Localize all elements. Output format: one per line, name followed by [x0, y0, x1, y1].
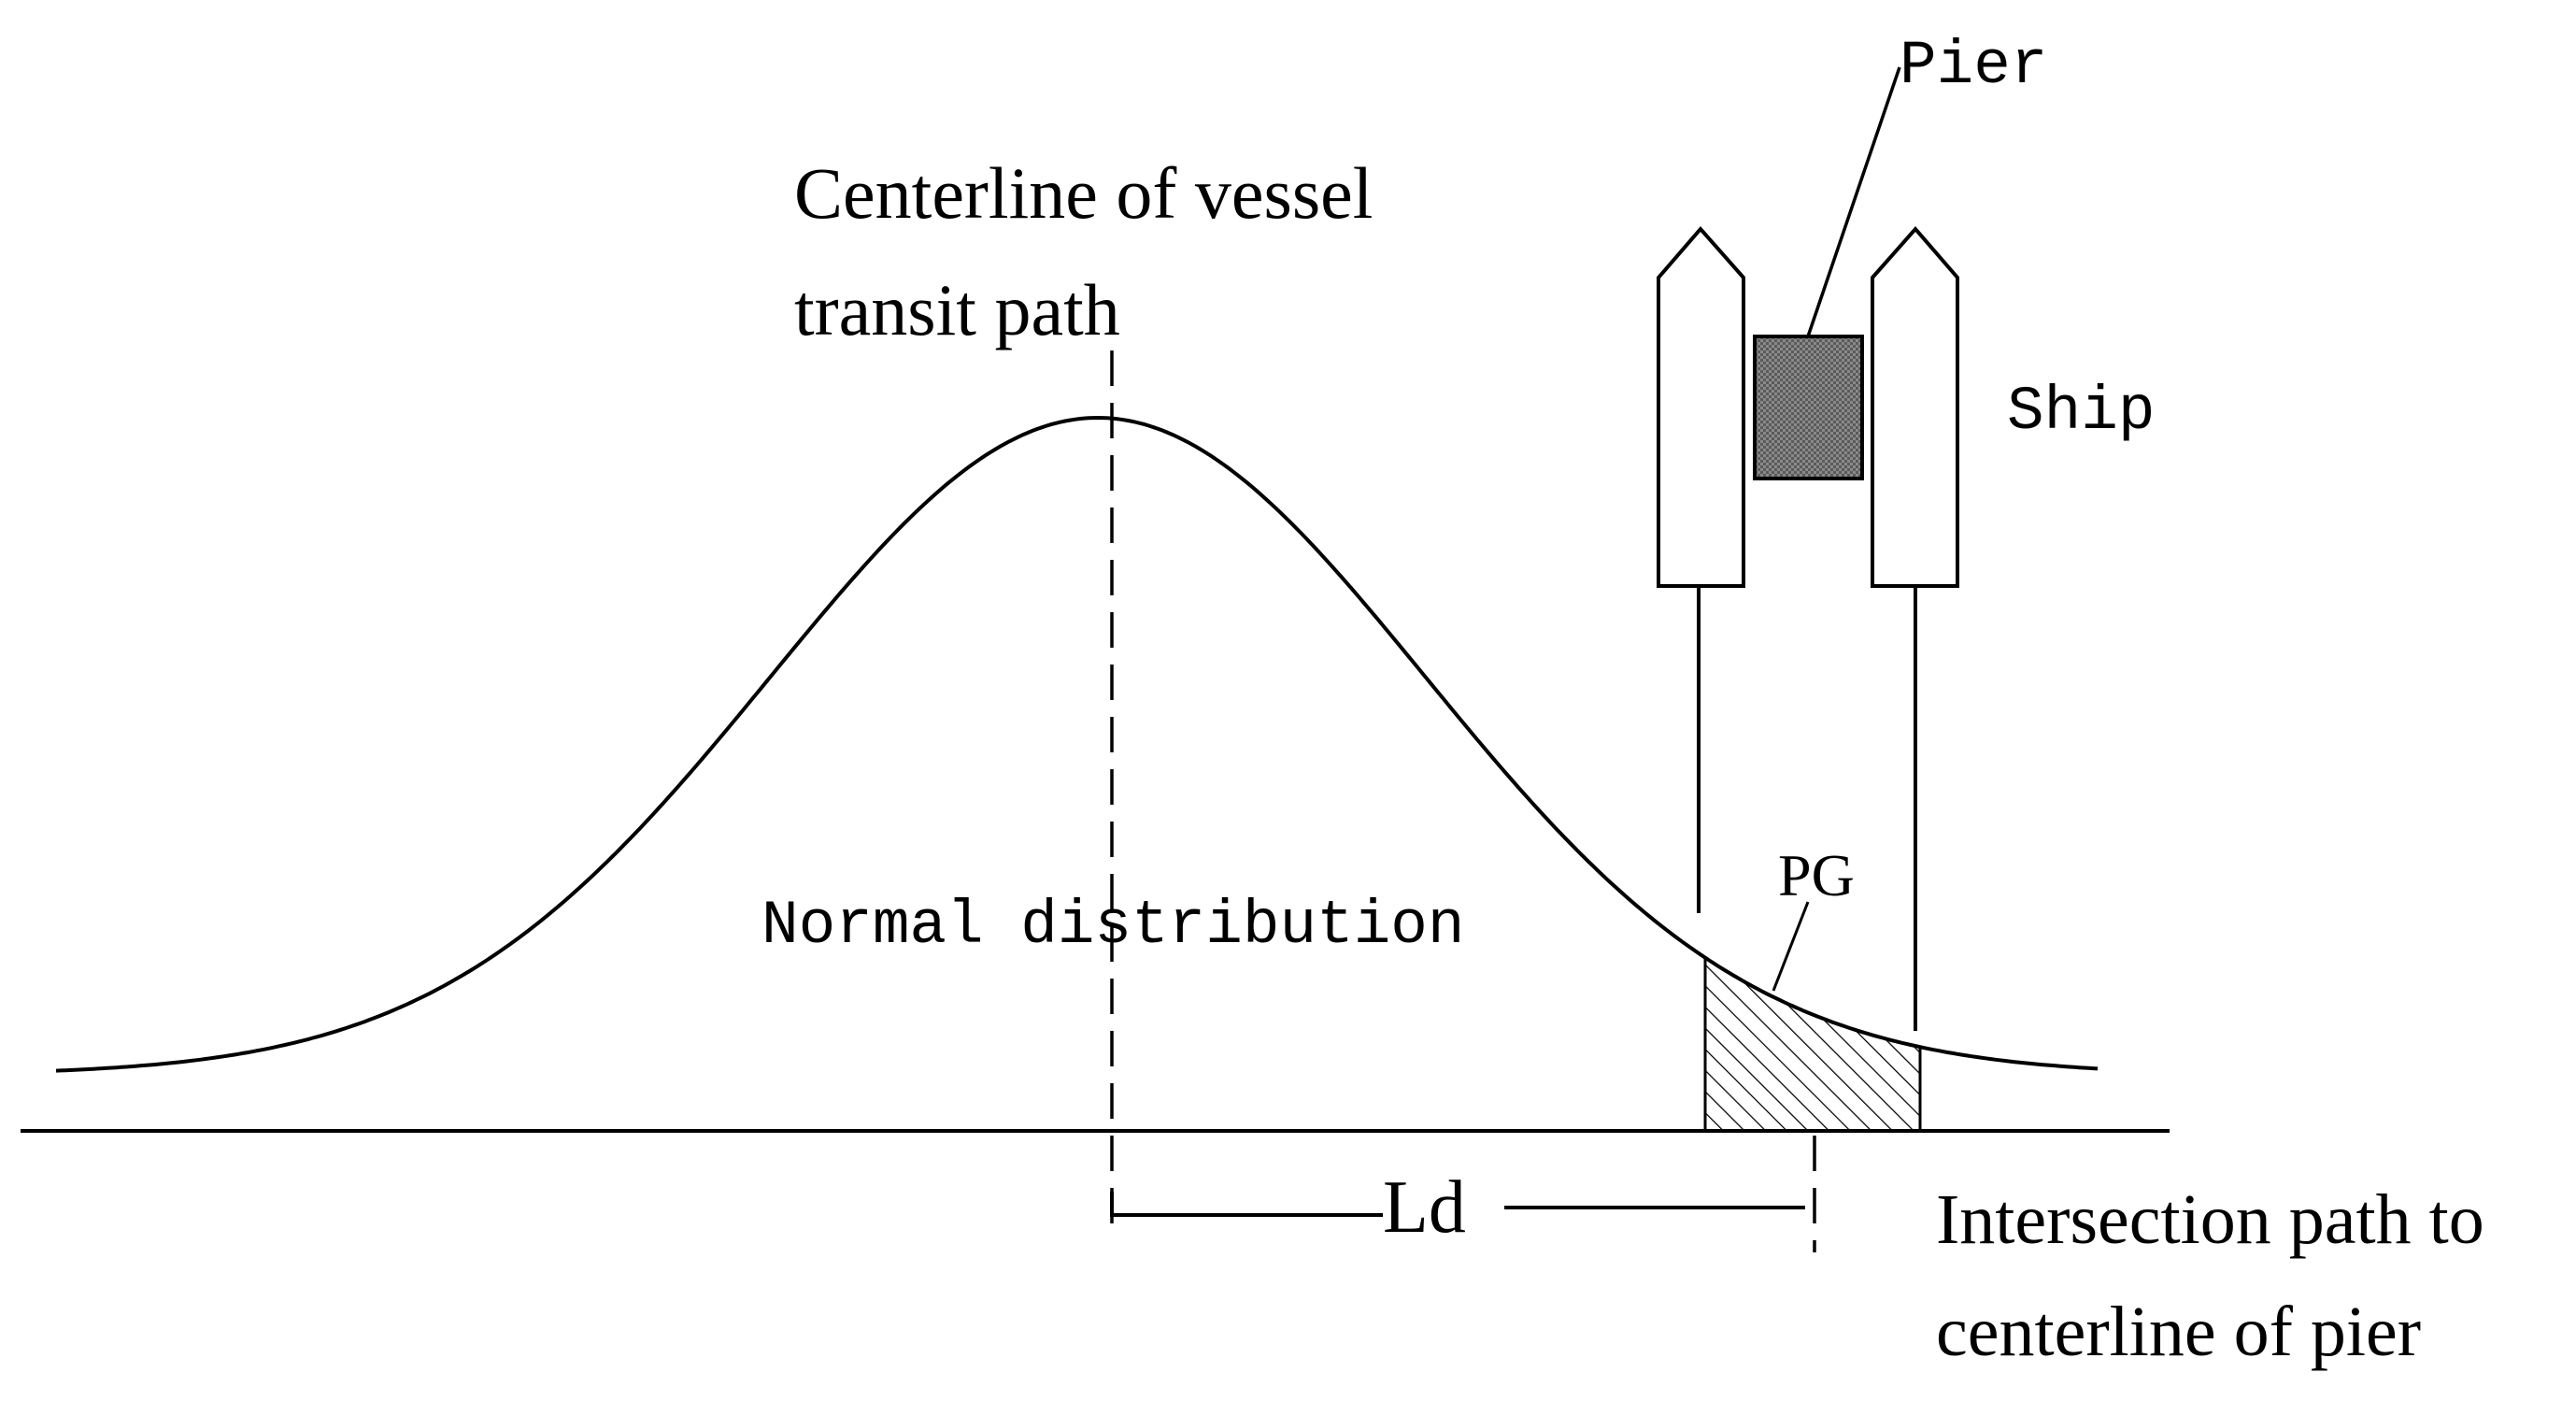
- pier-label: Pier: [1900, 31, 2047, 101]
- pg-leader-line: [1772, 901, 1810, 992]
- ld-dimension-left: [1110, 1192, 1383, 1217]
- pier-leader-line: [1806, 66, 1901, 337]
- pg-label: PG: [1778, 842, 1855, 908]
- ship-left: [1657, 225, 1745, 588]
- normal-distribution-label: Normal distribution: [761, 891, 1465, 961]
- ship-right: [1871, 225, 1959, 588]
- normal-distribution-curve: [55, 415, 2099, 1073]
- pg-hatched-area: [1703, 954, 1922, 1133]
- pier-block: [1753, 335, 1864, 480]
- ld-label: Ld: [1383, 1166, 1466, 1249]
- intersection-label-line2: centerline of pier: [1936, 1293, 2421, 1371]
- centerline-label-line1: Centerline of vessel: [794, 152, 1373, 234]
- intersection-label-line1: Intersection path to: [1936, 1180, 2484, 1259]
- ship-label: Ship: [2007, 377, 2155, 447]
- centerline-label-line2: transit path: [794, 269, 1120, 350]
